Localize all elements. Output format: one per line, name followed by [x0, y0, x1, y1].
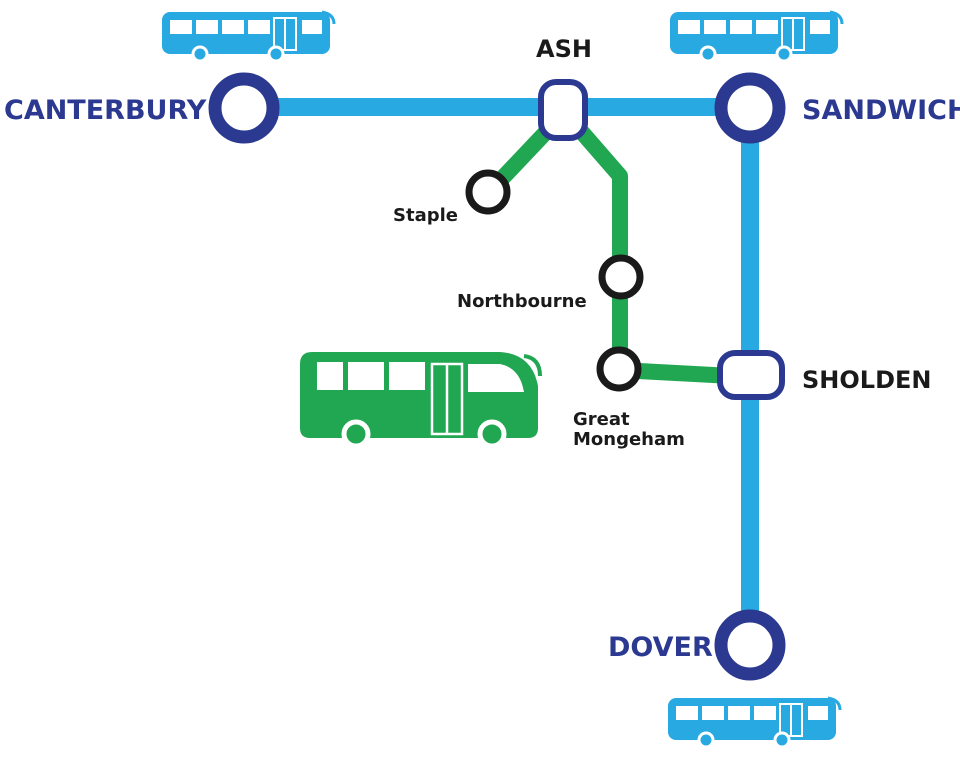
ash-sholden-segment [573, 124, 751, 385]
dover-label: DOVER [608, 632, 713, 663]
great-mongeham-label-line1: Great [573, 409, 630, 430]
branch-route-line [488, 124, 751, 385]
great-mongeham-stop-marker[interactable] [596, 346, 642, 392]
ash-label: ASH [536, 35, 592, 63]
canterbury-label: CANTERBURY [4, 95, 207, 126]
bus-icon-blue [668, 10, 844, 63]
ash-stop-marker[interactable] [538, 79, 588, 141]
bus-icon-green [300, 352, 542, 449]
northbourne-stop-marker[interactable] [598, 254, 644, 300]
sandwich-stop-marker[interactable] [714, 72, 786, 144]
great-mongeham-label-line2: Mongeham [573, 429, 685, 450]
dover-stop-marker[interactable] [714, 609, 786, 681]
sholden-label: SHOLDEN [802, 366, 931, 394]
staple-label: Staple [393, 205, 458, 226]
bus-icon-blue [666, 696, 842, 749]
canterbury-stop-marker[interactable] [208, 72, 280, 144]
staple-stop-marker[interactable] [465, 169, 511, 215]
bus-icon-blue [160, 10, 336, 63]
northbourne-label: Northbourne [457, 291, 587, 312]
sandwich-label: SANDWICH [802, 95, 960, 126]
sholden-stop-marker[interactable] [717, 350, 785, 400]
